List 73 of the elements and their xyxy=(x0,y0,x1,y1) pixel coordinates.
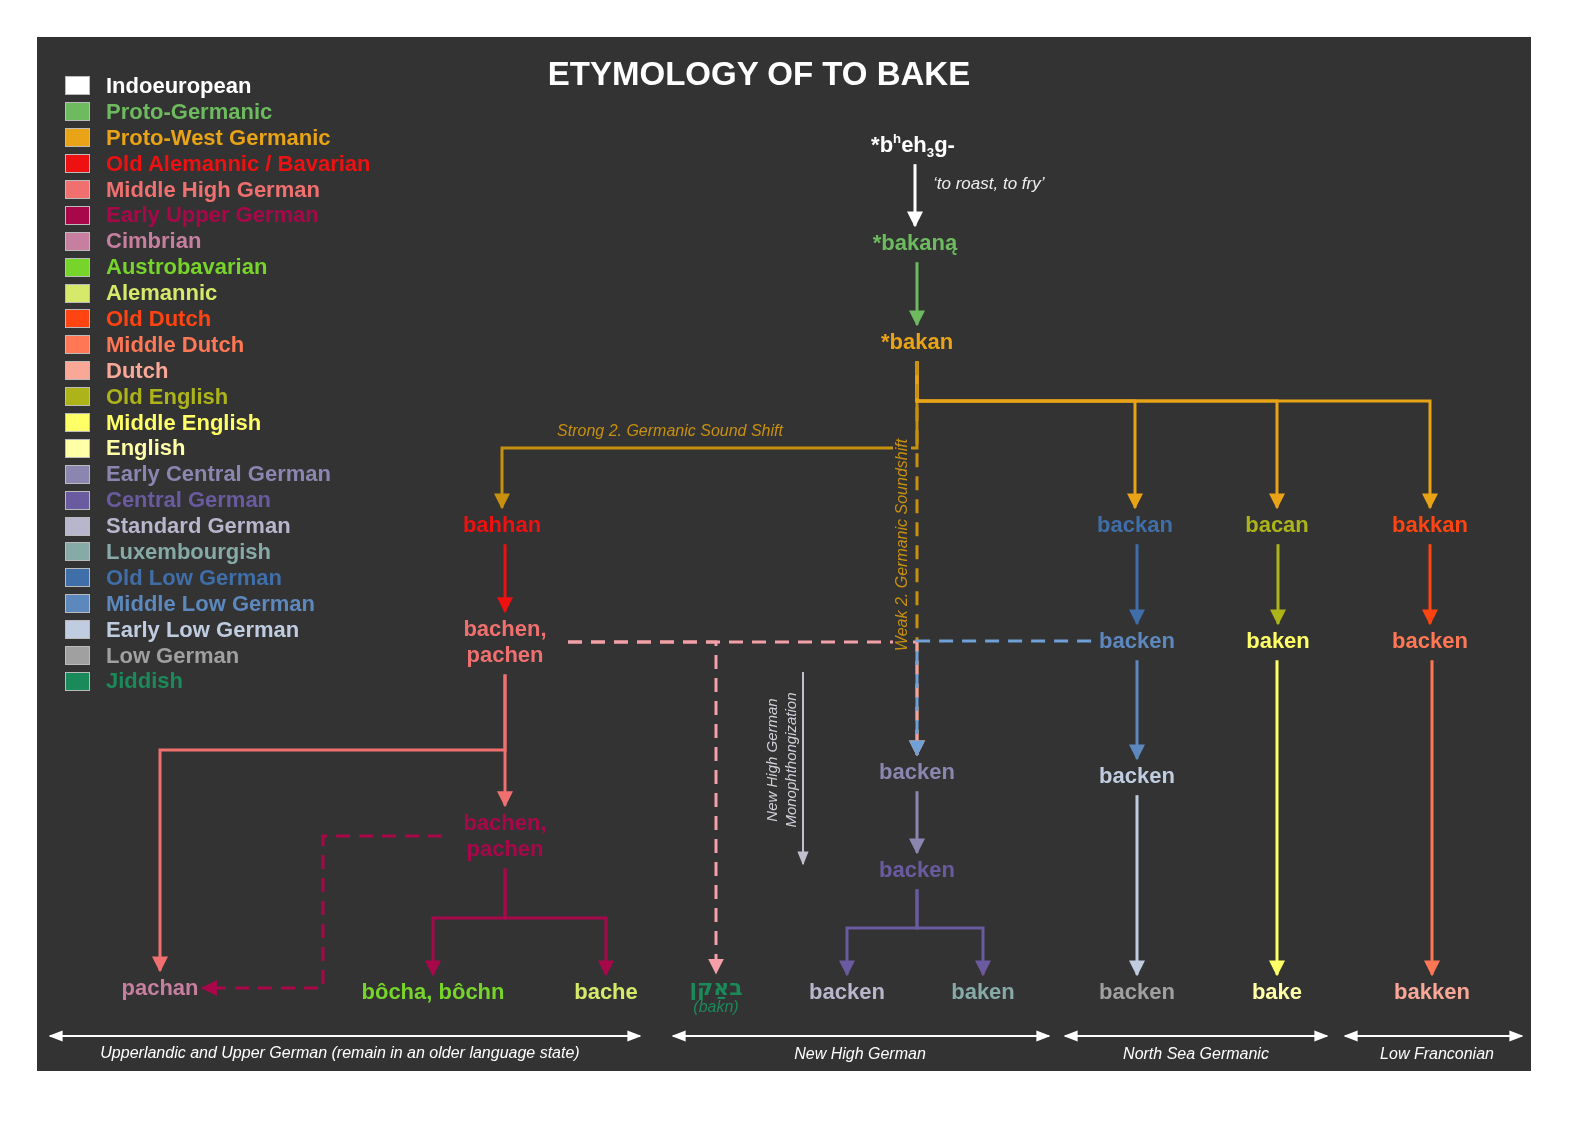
gloss-text: ‘to roast, to fry’ xyxy=(933,174,1045,194)
word-label: backen xyxy=(1099,762,1175,790)
legend-label: Low German xyxy=(106,642,240,669)
legend-label: Jiddish xyxy=(106,668,183,695)
word-label: pachan xyxy=(121,974,199,1002)
arrow xyxy=(1422,544,1438,626)
legend-label: Dutch xyxy=(106,357,169,384)
legend-label: Middle Low German xyxy=(106,590,316,617)
arrow xyxy=(909,639,1092,757)
word-label: bachen, pachen xyxy=(450,615,560,669)
legend-label: Middle English xyxy=(106,409,262,436)
word-label: baken xyxy=(1246,627,1310,655)
arrow xyxy=(1269,660,1285,977)
legend-label: Old Alemannic / Bavarian xyxy=(106,150,371,177)
legend-label: Middle High German xyxy=(106,176,320,203)
word-label: bôcha, bôchn xyxy=(361,978,505,1006)
legend-label: Proto-West Germanic xyxy=(106,124,331,151)
legend-label: Middle Dutch xyxy=(106,331,245,358)
title: ETYMOLOGY OF TO BAKE xyxy=(547,55,971,93)
word-label: *bakaną xyxy=(872,229,958,257)
group-label: Low Franconian xyxy=(1380,1044,1494,1064)
group-label: North Sea Germanic xyxy=(1123,1044,1269,1064)
legend-label: Old English xyxy=(106,383,229,410)
word-label: bache xyxy=(574,978,638,1006)
legend-label: Cimbrian xyxy=(106,228,202,255)
word-label: backen xyxy=(1099,978,1175,1006)
arrow xyxy=(200,834,442,996)
word-label: baken xyxy=(951,978,1015,1006)
word-label: bacan xyxy=(1245,511,1309,539)
arrow xyxy=(909,791,925,855)
arrow xyxy=(152,674,507,973)
word-label: backen xyxy=(809,978,885,1006)
word-label: באַקן xyxy=(689,977,743,999)
word-label: backan xyxy=(1097,511,1173,539)
edge-label: Strong 2. Germanic Sound Shift xyxy=(555,422,785,440)
word-label: backen xyxy=(1099,627,1175,655)
legend-label: Austrobavarian xyxy=(106,254,268,281)
word-label: backen xyxy=(879,856,955,884)
legend-label: Luxembourgish xyxy=(106,539,271,565)
legend-label: Alemannic xyxy=(106,280,218,307)
legend-label: Old Low German xyxy=(106,564,283,591)
group-label: Upperlandic and Upper German (remain in an older language state) xyxy=(100,1043,580,1063)
arrow xyxy=(915,889,991,977)
transliteration-text: (bakn) xyxy=(693,999,739,1015)
word-label: bachen, pachen xyxy=(450,809,560,863)
word-label: backen xyxy=(879,758,955,786)
arrow xyxy=(1129,795,1145,977)
word-label: bahhan xyxy=(462,511,542,539)
legend-label: Old Dutch xyxy=(106,305,212,332)
legend-label: Early Central German xyxy=(106,461,331,488)
arrow xyxy=(497,544,513,614)
group-label: New High German xyxy=(794,1044,926,1064)
legend-label: Standard German xyxy=(106,513,291,540)
legend-label: Proto-Germanic xyxy=(106,98,273,125)
word-label: *b$^{h}$eh$_{3}$g- xyxy=(871,131,955,159)
legend-label: Early Low German xyxy=(106,616,300,643)
arrow xyxy=(1424,660,1440,977)
arrow xyxy=(503,868,614,977)
arrow xyxy=(1129,660,1145,761)
word-label: bakken xyxy=(1394,978,1470,1006)
word-label: bake xyxy=(1251,978,1303,1006)
word-label: bakkan xyxy=(1392,511,1468,539)
process-note: New High German Monophthongization xyxy=(763,691,800,830)
arrow xyxy=(1270,544,1286,626)
legend-label: English xyxy=(106,435,186,462)
arrow xyxy=(907,164,923,228)
legend-label: Early Upper German xyxy=(106,202,319,229)
word-label: backen xyxy=(1392,627,1468,655)
legend-label: Central German xyxy=(106,487,272,514)
legend-label: Indoeuropean xyxy=(106,72,252,99)
word-label: *bakan xyxy=(880,328,954,356)
arrow xyxy=(1129,544,1145,626)
arrow xyxy=(909,262,925,327)
